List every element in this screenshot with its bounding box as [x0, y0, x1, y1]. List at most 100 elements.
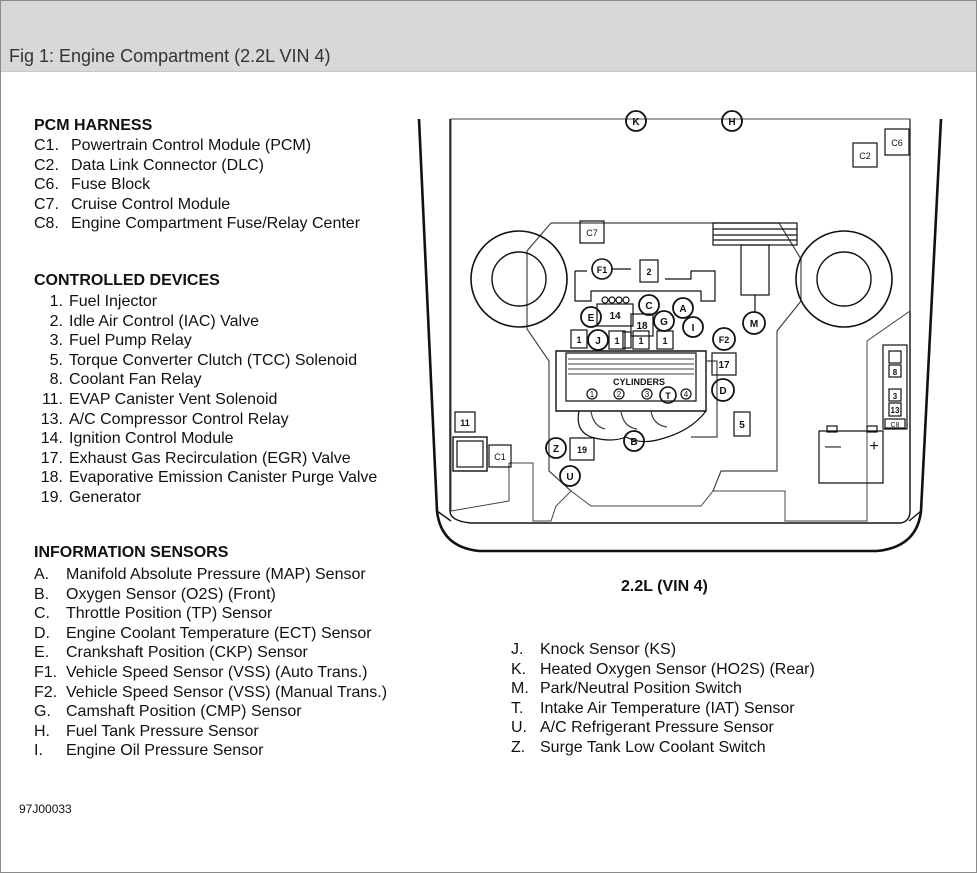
callout-17: 17 [711, 352, 737, 376]
list-item: M.Park/Neutral Position Switch [511, 680, 742, 698]
pcm-module [452, 436, 488, 472]
list-item: K.Heated Oxygen Sensor (HO2S) (Rear) [511, 660, 815, 678]
svg-text:1: 1 [576, 335, 581, 345]
svg-text:I: I [692, 323, 695, 334]
list-item: H.Fuel Tank Pressure Sensor [34, 722, 259, 740]
callout-e: E [580, 306, 602, 328]
svg-text:A: A [679, 304, 686, 315]
svg-text:K: K [632, 117, 640, 128]
battery-positive-terminal: + [869, 438, 878, 455]
callout-f2: F2 [712, 327, 736, 351]
callout-d: D [711, 378, 735, 402]
callout-11: 11 [454, 411, 476, 433]
svg-text:M: M [750, 319, 758, 330]
svg-text:1: 1 [662, 336, 667, 346]
list-item: B.Oxygen Sensor (O2S) (Front) [34, 585, 276, 603]
callout-u: U [559, 465, 581, 487]
svg-text:Z: Z [553, 444, 559, 455]
list-item: C1.Powertrain Control Module (PCM) [34, 137, 312, 154]
callout-h: H [721, 110, 743, 132]
callout-i: I [682, 316, 704, 338]
list-item: D.Engine Coolant Temperature (ECT) Senso… [34, 624, 372, 642]
svg-text:3: 3 [645, 390, 650, 399]
svg-text:1: 1 [614, 336, 619, 346]
figure-title: Fig 1: Engine Compartment (2.2L VIN 4) [9, 46, 331, 66]
callout-j: J [587, 329, 609, 351]
list-item: 2.Idle Air Control (IAC) Valve [49, 312, 259, 330]
list-item: A.Manifold Absolute Pressure (MAP) Senso… [34, 566, 366, 583]
svg-text:J: J [595, 336, 601, 347]
list-item: 5.Torque Converter Clutch (TCC) Solenoid [49, 351, 358, 369]
svg-text:13: 13 [891, 406, 900, 415]
svg-text:C1: C1 [494, 452, 506, 462]
callout-b: B [623, 430, 645, 452]
list-item: C7.Cruise Control Module [34, 195, 231, 213]
svg-text:19: 19 [577, 445, 587, 455]
svg-text:8: 8 [893, 368, 898, 377]
svg-text:C2: C2 [859, 151, 871, 161]
callout-1-e [622, 331, 632, 349]
list-item: E.Crankshaft Position (CKP) Sensor [34, 644, 308, 662]
svg-text:B: B [630, 437, 637, 448]
list-item: F2.Vehicle Speed Sensor (VSS) (Manual Tr… [34, 683, 388, 701]
svg-text:T: T [665, 391, 671, 401]
callout-c: C [638, 294, 660, 316]
callout-1-c: 1 [632, 330, 650, 350]
svg-text:14: 14 [609, 311, 621, 322]
callout-18: 18 [630, 313, 654, 337]
callout-a: A [672, 297, 694, 319]
intake-manifold-outline [574, 268, 716, 302]
callout-1-b: 1 [608, 330, 626, 350]
list-item: 3.Fuel Pump Relay [49, 332, 192, 350]
list-item: C2.Data Link Connector (DLC) [34, 156, 264, 174]
engine-block [555, 350, 718, 443]
left-strut-tower [470, 230, 568, 328]
cylinders-label: CYLINDERS [613, 377, 665, 387]
list-item: I.Engine Oil Pressure Sensor [34, 742, 264, 760]
callout-g: G [653, 310, 675, 332]
list-item: C8.Engine Compartment Fuse/Relay Center [34, 215, 361, 233]
svg-text:2: 2 [617, 390, 622, 399]
svg-text:H: H [728, 117, 735, 128]
controlled-devices-list: 1.Fuel Injector 2.Idle Air Control (IAC)… [34, 292, 378, 508]
svg-text:17: 17 [718, 360, 730, 371]
svg-text:D: D [719, 386, 726, 397]
information-sensors-list: A.Manifold Absolute Pressure (MAP) Senso… [34, 565, 387, 761]
svg-text:U: U [566, 472, 573, 483]
callout-1-d: 1 [656, 330, 674, 350]
engine-bay-outline [450, 118, 911, 522]
list-item: 17.Exhaust Gas Recirculation (EGR) Valve [40, 449, 351, 467]
svg-text:C: C [645, 301, 652, 312]
callout-z: Z [545, 437, 567, 459]
pcm-harness-list: C1.Powertrain Control Module (PCM) C2.Da… [34, 136, 360, 234]
list-item: 11.EVAP Canister Vent Solenoid [41, 390, 278, 408]
air-intake [712, 222, 798, 313]
figure-code: 97J00033 [19, 802, 72, 816]
diagram-caption: 2.2L (VIN 4) [621, 578, 708, 595]
information-sensors-title: INFORMATION SENSORS [34, 544, 229, 561]
callout-c7: C7 [579, 220, 605, 244]
callout-m: M [742, 311, 766, 335]
svg-text:18: 18 [636, 321, 648, 332]
list-item: Z.Surge Tank Low Coolant Switch [511, 738, 766, 756]
list-item: 19.Generator [40, 488, 142, 506]
callout-19: 19 [569, 437, 595, 461]
list-item: F1.Vehicle Speed Sensor (VSS) (Auto Tran… [34, 663, 368, 681]
list-item: G.Camshaft Position (CMP) Sensor [34, 703, 302, 721]
list-item: J.Knock Sensor (KS) [511, 641, 677, 658]
list-item: 14.Ignition Control Module [40, 430, 234, 448]
battery: — + [818, 425, 884, 484]
svg-text:3: 3 [893, 392, 898, 401]
callout-5: 5 [733, 411, 751, 437]
svg-text:E: E [588, 313, 595, 324]
list-item: U.A/C Refrigerant Pressure Sensor [511, 719, 774, 737]
fuse-relay-center: 8 3 13 C8 [882, 344, 908, 430]
information-sensors-list-continued: J.Knock Sensor (KS) K.Heated Oxygen Sens… [511, 640, 815, 758]
callout-c6: C6 [884, 128, 910, 156]
controlled-devices-title: CONTROLLED DEVICES [34, 272, 220, 289]
svg-text:G: G [660, 317, 668, 328]
pcm-harness-title: PCM HARNESS [34, 117, 153, 134]
callout-c2: C2 [852, 142, 878, 168]
callout-3: 3 [888, 388, 902, 402]
battery-negative-terminal: — [825, 438, 841, 455]
